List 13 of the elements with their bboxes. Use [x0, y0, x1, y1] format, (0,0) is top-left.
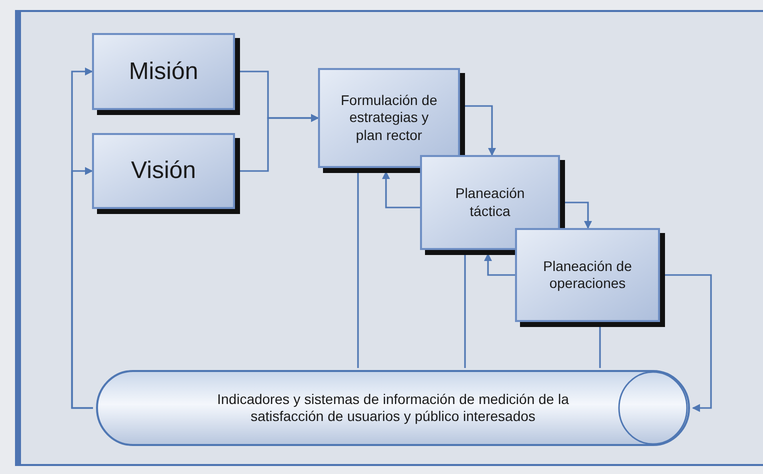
node-label: Planeación táctica: [454, 185, 526, 220]
connector-arrow: [484, 253, 515, 276]
node-label: Misión: [128, 56, 198, 86]
connector-arrow: [664, 274, 712, 412]
node-label: Visión: [131, 156, 196, 186]
connector-arrow: [464, 105, 496, 156]
node-label: Planeación de operaciones: [542, 258, 633, 292]
node-label: Formulación de estrategias y plan rector: [340, 92, 438, 144]
connector-arrow: [382, 171, 420, 208]
node-label: Indicadores y sistemas de información de medición de la satisfacción de usuarios y público interesados: [216, 390, 570, 426]
connector-arrow: [564, 202, 592, 229]
connector-arrow: [71, 167, 93, 409]
cylinder: [93, 368, 693, 448]
